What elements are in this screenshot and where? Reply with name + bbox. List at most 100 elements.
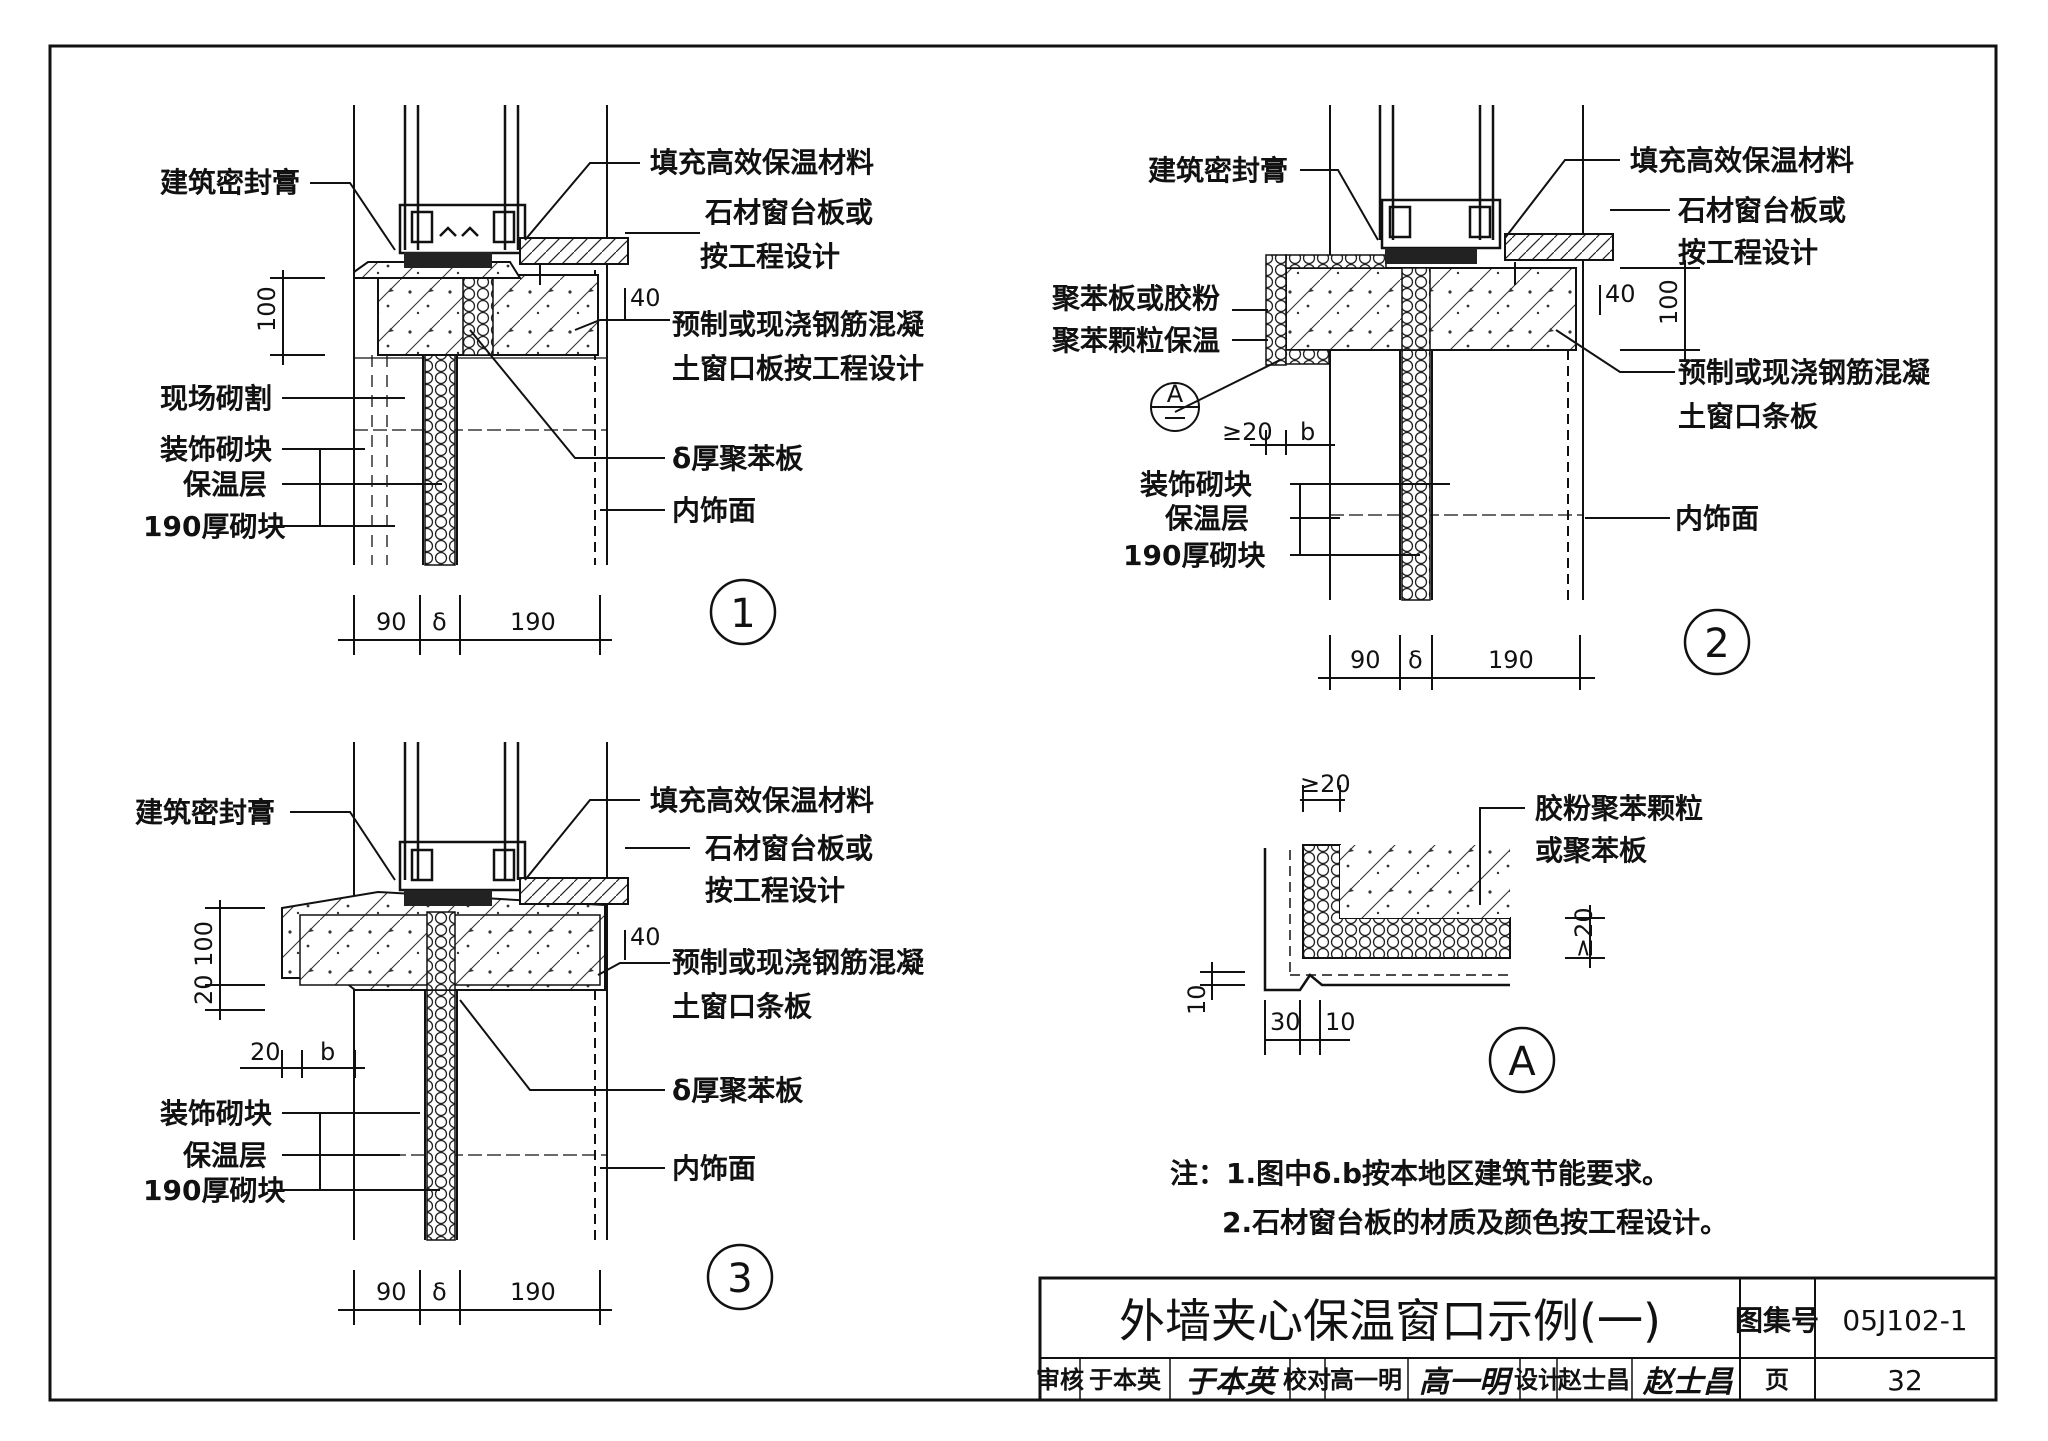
- label-stone-sill-3b: 按工程设计: [705, 874, 845, 907]
- title-block-atlas-label: 图集号: [1735, 1304, 1819, 1337]
- dim-190-1: 190: [510, 608, 556, 636]
- dim-b-3: b: [320, 1038, 335, 1066]
- dim-90-1: 90: [376, 608, 407, 636]
- label-block-190-3: 190厚砌块: [143, 1174, 285, 1207]
- detail-marker-3: 3: [706, 1243, 774, 1311]
- dim-100-2: 100: [1655, 279, 1683, 325]
- dim-20-100-3: 20 100: [190, 921, 218, 1005]
- title-block-checker: 高一明: [1330, 1366, 1402, 1394]
- label-precast-strip-2a: 预制或现浇钢筋混凝: [1678, 356, 1931, 389]
- label-precast-board-1a: 预制或现浇钢筋混凝: [672, 308, 925, 341]
- detail-2: [1265, 105, 1614, 601]
- label-eps-or-glue-2a: 聚苯板或胶粉: [1051, 282, 1220, 315]
- note-line-1: 注：1.图中δ.b按本地区建筑节能要求。: [1170, 1157, 1670, 1190]
- title-block-reviewer: 于本英: [1089, 1366, 1162, 1394]
- dim-delta-3: δ: [432, 1278, 447, 1306]
- label-fill-insulation-2: 填充高效保温材料: [1630, 144, 1854, 177]
- detail-marker-2-label: 2: [1704, 621, 1729, 667]
- title-block-atlas-no: 05J102-1: [1842, 1304, 1967, 1337]
- stone-sill: [519, 237, 629, 265]
- insulation-fill: [404, 252, 492, 268]
- label-interior-finish-3: 内饰面: [672, 1152, 756, 1185]
- dim-90-3: 90: [376, 1278, 407, 1306]
- label-stone-sill-3a: 石材窗台板或: [704, 832, 873, 865]
- label-eps-delta-3: δ厚聚苯板: [672, 1074, 803, 1107]
- detail-1: [353, 105, 629, 566]
- dim-ge20-a-right: ≥20: [1570, 907, 1598, 958]
- reviewer-signature: 于本英: [1185, 1365, 1280, 1400]
- dim-40-1: 40: [630, 284, 661, 312]
- window-frame: [398, 742, 527, 892]
- label-deco-block-2: 装饰砌块: [1140, 468, 1252, 501]
- eps-wrap-bottom: [1285, 349, 1330, 365]
- dimension-lines: [205, 260, 1700, 1325]
- dim-40-3: 40: [630, 923, 661, 951]
- checker-signature: 高一明: [1419, 1365, 1514, 1400]
- label-precast-strip-2b: 土窗口条板: [1678, 400, 1818, 433]
- wall-lines: [353, 105, 608, 565]
- label-block-190-1: 190厚砌块: [143, 510, 285, 543]
- sheet-border: [48, 44, 1998, 1402]
- label-stone-sill-1b: 按工程设计: [700, 240, 840, 273]
- window-frame: [398, 105, 527, 255]
- label-stone-sill-2a: 石材窗台板或: [1677, 194, 1846, 227]
- label-glue-eps-a2: 或聚苯板: [1535, 834, 1647, 867]
- dim-90-2: 90: [1350, 646, 1381, 674]
- dim-ge20-2: ≥20: [1222, 418, 1273, 446]
- label-stone-sill-1a: 石材窗台板或: [704, 196, 873, 229]
- label-sealant-3: 建筑密封膏: [135, 796, 275, 829]
- dim-10-a: 10: [1325, 1008, 1356, 1036]
- label-sealant-2: 建筑密封膏: [1148, 154, 1288, 187]
- lintel-strip: [1285, 267, 1577, 351]
- label-fill-insulation-1: 填充高效保温材料: [650, 146, 874, 179]
- label-deco-block-1: 装饰砌块: [160, 433, 272, 466]
- label-insulation-layer-2: 保温层: [1165, 502, 1249, 535]
- eps-wrap: [1265, 254, 1287, 366]
- stone-sill: [1504, 233, 1614, 261]
- eps-wrap-top: [1285, 254, 1387, 269]
- eps-core-band: [426, 911, 456, 991]
- label-precast-strip-3a: 预制或现浇钢筋混凝: [672, 946, 925, 979]
- detail-a: [1263, 844, 1511, 992]
- title-block-title: 外墙夹心保温窗口示例(一): [1119, 1294, 1661, 1348]
- title-block-check-label: 校对: [1283, 1366, 1331, 1394]
- window-frame: [1378, 105, 1502, 250]
- label-deco-block-3: 装饰砌块: [160, 1097, 272, 1130]
- label-site-cut-1: 现场砌割: [160, 382, 272, 415]
- title-block-page-no: 32: [1887, 1364, 1923, 1397]
- leader-lines: [282, 159, 1675, 1191]
- dim-ge20-a-top: ≥20: [1300, 770, 1351, 798]
- dim-30-a: 30: [1270, 1008, 1301, 1036]
- insulation-fill: [404, 890, 492, 906]
- eps-core-band: [1401, 267, 1431, 351]
- dim-delta-2: δ: [1408, 646, 1423, 674]
- stone-sill: [519, 877, 629, 905]
- eps-core: [1401, 349, 1431, 601]
- label-stone-sill-2b: 按工程设计: [1678, 236, 1818, 269]
- label-interior-finish-2: 内饰面: [1675, 502, 1759, 535]
- detail-marker-a: A: [1488, 1026, 1556, 1094]
- detail-3: [281, 742, 629, 1241]
- title-block-design-label: 设计: [1514, 1366, 1562, 1394]
- label-sealant-1: 建筑密封膏: [160, 166, 300, 199]
- eps-core-band: [462, 274, 494, 356]
- label-precast-board-1b: 土窗口板按工程设计: [672, 352, 924, 385]
- dim-10-a-left: 10: [1183, 984, 1211, 1015]
- label-glue-eps-a1: 胶粉聚苯颗粒: [1535, 792, 1703, 825]
- label-precast-strip-3b: 土窗口条板: [672, 990, 812, 1023]
- dim-delta-1: δ: [432, 608, 447, 636]
- dim-100-1: 100: [253, 286, 281, 332]
- dim-b-2: b: [1300, 418, 1315, 446]
- detail-marker-1: 1: [709, 578, 777, 646]
- section-marker-a-label: A: [1167, 380, 1184, 408]
- title-block-page-label: 页: [1765, 1366, 1789, 1394]
- label-interior-finish-1: 内饰面: [672, 494, 756, 527]
- label-eps-delta-1: δ厚聚苯板: [672, 442, 803, 475]
- dim-190-2: 190: [1488, 646, 1534, 674]
- title-block-designer: 赵士昌: [1557, 1366, 1630, 1394]
- section-marker-a: A: [1150, 380, 1200, 432]
- insulation-fill: [1385, 248, 1477, 264]
- title-block: 外墙夹心保温窗口示例(一) 图集号 05J102-1 审核 于本英 于本英 校对…: [1036, 1276, 1998, 1402]
- label-insulation-layer-1: 保温层: [183, 468, 267, 501]
